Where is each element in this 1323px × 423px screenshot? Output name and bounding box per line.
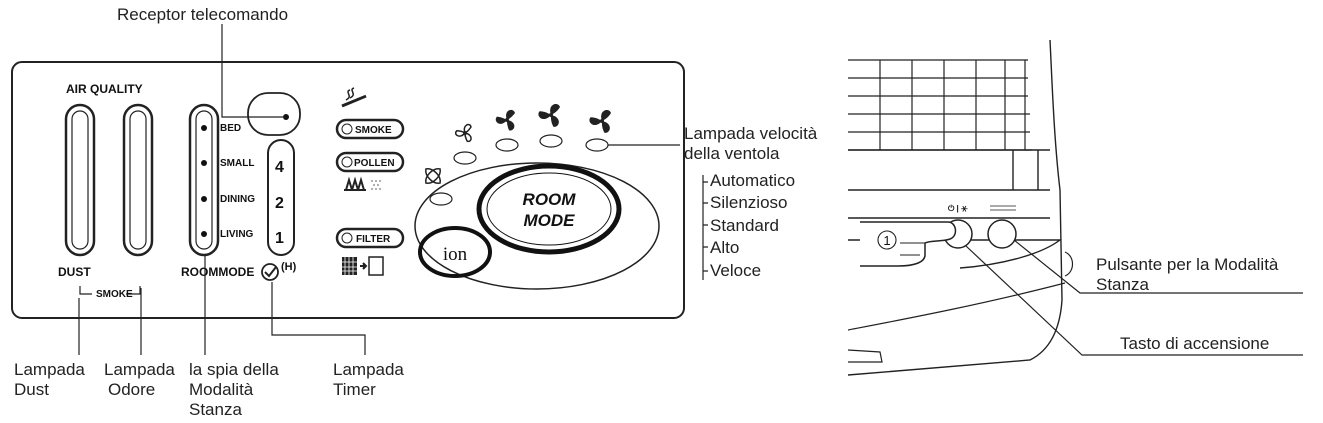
device-outline (847, 39, 1063, 376)
room-bed: BED (220, 123, 241, 134)
odor-lamp (122, 103, 154, 257)
smoke-bracket (79, 286, 141, 295)
dust-lamp (64, 103, 96, 257)
dining-dot (201, 196, 207, 202)
smoke-label: SMOKE (96, 289, 133, 300)
fan-lamp-alto (539, 134, 563, 148)
timer-4: 4 (275, 159, 284, 176)
fan-speed-automatico: Automatico (710, 171, 795, 190)
filter-button[interactable] (335, 227, 405, 249)
room-mode-button[interactable] (476, 163, 622, 255)
air-quality-label: AIR QUALITY (66, 82, 143, 96)
filter-icon (342, 256, 384, 276)
spia-callout-1: la spia della (189, 360, 279, 379)
room-small: SMALL (220, 158, 254, 169)
timer-h-label: (H) (281, 261, 297, 273)
filter-button-label: FILTER (356, 234, 391, 245)
fan-icon-3 (538, 103, 560, 127)
control-panel (11, 61, 685, 319)
odore-callout-2: Odore (108, 380, 155, 399)
fan-icon-1 (454, 123, 472, 143)
ion-label: ion (443, 244, 468, 265)
dust-callout-1: Lampada (14, 360, 85, 379)
fan-lamp-callout-2: della ventola (684, 144, 780, 163)
timer-1: 1 (275, 230, 284, 247)
dust-label: DUST (58, 265, 91, 279)
power-button-callout: Tasto di accensione (1120, 334, 1269, 353)
power-icon: ⏻ | ⚹ (948, 204, 968, 213)
room-mode-text-1: ROOM (523, 190, 577, 209)
fan-speed-alto: Alto (710, 238, 739, 257)
timer-lamp (261, 263, 279, 281)
smoke-icon (341, 87, 367, 108)
smoke-button-label: SMOKE (355, 125, 392, 136)
spia-callout-2: Modalità (189, 380, 254, 399)
fan-icon-4 (589, 109, 611, 133)
room-living: LIVING (220, 229, 254, 240)
room-mode-button-callout-1: Pulsante per la Modalità (1096, 255, 1279, 274)
living-dot (201, 231, 207, 237)
room-mode-indicator (188, 103, 220, 257)
timer-callout-2: Timer (333, 380, 376, 399)
remote-receptor (247, 92, 301, 136)
room-mode-text-2: MODE (524, 211, 576, 230)
room-mode-surround (414, 162, 660, 290)
room-mode-button-leader (1013, 239, 1303, 294)
smoke-button[interactable] (335, 118, 405, 140)
room-mode-button-callout-2: Stanza (1096, 275, 1149, 294)
dust-callout-2: Dust (14, 380, 49, 399)
fan-lamp-standard (495, 138, 519, 152)
fan-speed-standard: Standard (710, 216, 779, 235)
fan-lamp-veloce (585, 138, 609, 152)
timer-check-icon (264, 266, 277, 278)
fan-speed-silenzioso: Silenzioso (710, 193, 788, 212)
timer-callout-1: Lampada (333, 360, 404, 379)
fan-icon-2 (495, 109, 515, 131)
timer-leader (271, 282, 366, 355)
pollen-button[interactable] (335, 151, 405, 173)
fan-lamp-callout-1: Lampada velocità (684, 124, 818, 143)
pollen-button-label: POLLEN (354, 158, 395, 169)
finger-number-circle (877, 230, 897, 250)
power-button-leader (965, 245, 1303, 356)
auto-fan-icon (425, 168, 441, 184)
room-mode-hw-button[interactable] (987, 219, 1017, 249)
roommode-label: ROOMMODE (181, 265, 254, 279)
timer-2: 2 (275, 195, 284, 212)
receptor-leader (221, 24, 285, 118)
finger-number: 1 (883, 233, 890, 248)
auto-fan-lamp (429, 192, 453, 206)
fan-lamp-silenzioso (453, 151, 477, 165)
device-grille (848, 59, 1032, 151)
timer-indicator (267, 139, 295, 256)
spia-callout-3: Stanza (189, 400, 242, 419)
room-dining: DINING (220, 194, 255, 205)
finger-icon (860, 221, 957, 267)
pollen-icon (344, 176, 381, 191)
small-dot (201, 160, 207, 166)
odore-callout-1: Lampada (104, 360, 175, 379)
bed-dot (201, 125, 207, 131)
ion-button[interactable] (418, 226, 492, 278)
fan-speed-veloce: Veloce (710, 261, 761, 280)
receptor-callout: Receptor telecomando (117, 5, 288, 24)
